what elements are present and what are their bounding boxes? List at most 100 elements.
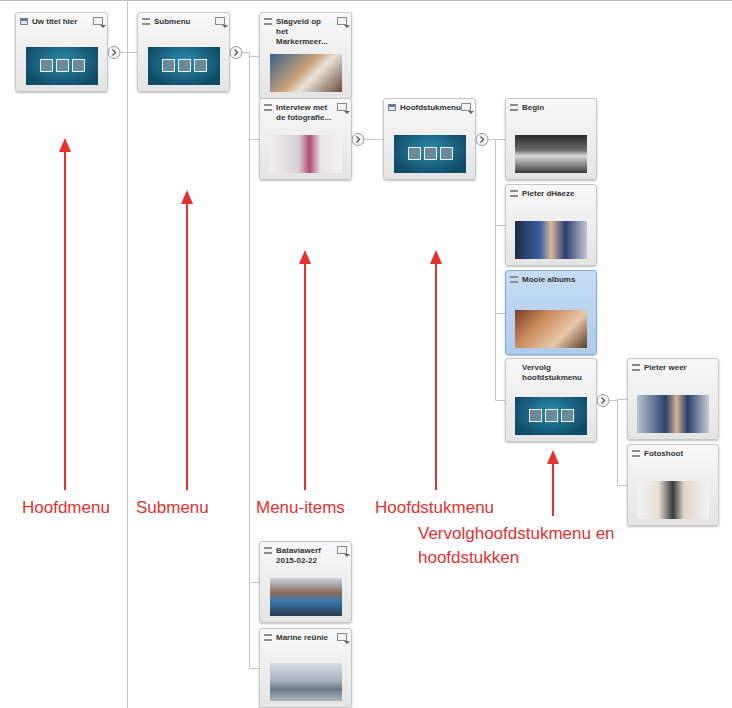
thumbnail	[148, 47, 220, 85]
pointer-head	[547, 450, 559, 464]
thumbnail	[270, 578, 342, 616]
pointer-line	[186, 202, 188, 490]
menu-icon	[337, 633, 347, 641]
red-pointers	[59, 138, 559, 516]
pointer-line	[304, 262, 306, 490]
card-title: Pieter weer	[644, 363, 702, 373]
thumbnail	[515, 135, 587, 173]
card-icon	[264, 18, 272, 25]
tree-connector	[230, 53, 259, 669]
card-title: Uw titel hier	[32, 17, 91, 27]
menu-card: Mooie albums	[505, 270, 597, 355]
card-icon	[632, 450, 640, 457]
menu-button	[56, 59, 69, 72]
menu-button	[178, 59, 191, 72]
menu-card: Interview met de fotografie...	[259, 98, 352, 180]
expander	[597, 395, 609, 407]
expander-chevron	[113, 50, 116, 56]
expander-circle	[108, 47, 120, 59]
card-title: Marine reünie	[276, 633, 335, 643]
pointer-line	[435, 262, 437, 490]
card-icon	[264, 547, 272, 554]
pointer-line	[552, 462, 554, 516]
tree-connector	[230, 53, 259, 140]
tree-connector	[597, 401, 627, 486]
card-icon	[510, 276, 518, 283]
menu-button	[529, 409, 542, 422]
pointer-line	[64, 150, 66, 490]
card-title: Hoofdstukmenu	[400, 103, 459, 113]
menu-button	[545, 409, 558, 422]
menu-card: Pieter weer	[627, 358, 719, 440]
annotation-label: Menu-items	[256, 496, 366, 520]
menu-card: Vervolg hoofdstukmenu	[505, 358, 597, 442]
menu-icon	[337, 103, 347, 111]
menu-icon	[337, 546, 347, 554]
card-title: Interview met de fotografie...	[276, 103, 335, 123]
frame-line	[0, 0, 732, 1]
menu-icon	[337, 17, 347, 25]
card-icon	[632, 364, 640, 371]
annotation-label: Submenu	[136, 496, 236, 520]
menu-card: Hoofdstukmenu	[383, 98, 476, 180]
menu-card: Slagveld op het Markermeer...	[259, 12, 352, 99]
menu-card: Marine reünie	[259, 628, 352, 708]
expander-circle	[352, 134, 364, 146]
pointer-head	[430, 250, 442, 264]
card-title: Pieter dHaeze	[522, 189, 580, 199]
pointer-head	[59, 138, 71, 152]
menu-button	[40, 59, 53, 72]
thumbnail	[394, 135, 466, 173]
tree-connector	[230, 53, 259, 583]
expander-circle	[476, 134, 488, 146]
thumbnail	[270, 663, 342, 701]
annotation-label: Vervolghoofdstukmenu en hoofdstukken	[418, 522, 618, 570]
card-icon	[20, 18, 28, 25]
tree-connector	[476, 140, 505, 314]
card-icon	[142, 18, 150, 25]
expander	[108, 47, 120, 59]
expander-chevron	[602, 398, 605, 404]
tree-guide	[127, 0, 128, 708]
card-icon	[388, 104, 396, 111]
menu-button	[194, 59, 207, 72]
menu-button	[408, 147, 421, 160]
thumbnail	[270, 54, 342, 92]
tree-connector	[476, 140, 505, 401]
expander	[352, 134, 364, 146]
thumbnail	[270, 135, 342, 173]
expander-chevron	[235, 50, 238, 56]
card-title: Fotoshoot	[644, 449, 702, 459]
annotation-label: Hoofdmenu	[22, 496, 132, 520]
thumbnail	[515, 310, 587, 348]
card-title: Bataviawerf 2015-02-22	[276, 546, 335, 566]
annotation-label: Hoofdstukmenu	[375, 496, 515, 520]
thumbnail	[515, 221, 587, 259]
menu-card: Submenu	[137, 12, 230, 92]
card-title: Submenu	[154, 17, 213, 27]
expander-circle	[597, 395, 609, 407]
card-title: Begin	[522, 103, 580, 113]
thumbnail	[26, 47, 98, 85]
menu-icon	[93, 17, 103, 25]
menu-button	[72, 59, 85, 72]
card-icon	[264, 634, 272, 641]
pointer-head	[299, 250, 311, 264]
thumbnail	[637, 481, 709, 519]
menu-button	[561, 409, 574, 422]
menu-card: Bataviawerf 2015-02-22	[259, 541, 352, 623]
menu-icon	[461, 103, 471, 111]
tree-connector	[476, 140, 505, 226]
card-title: Mooie albums	[522, 275, 580, 285]
card-icon	[510, 104, 518, 111]
card-title: Vervolg hoofdstukmenu	[522, 363, 580, 383]
menu-icon	[215, 17, 225, 25]
card-icon	[510, 190, 518, 197]
menu-button	[424, 147, 437, 160]
menu-card: Uw titel hier	[15, 12, 108, 92]
menu-card: Begin	[505, 98, 597, 180]
menu-button	[162, 59, 175, 72]
expander-circle	[230, 47, 242, 59]
